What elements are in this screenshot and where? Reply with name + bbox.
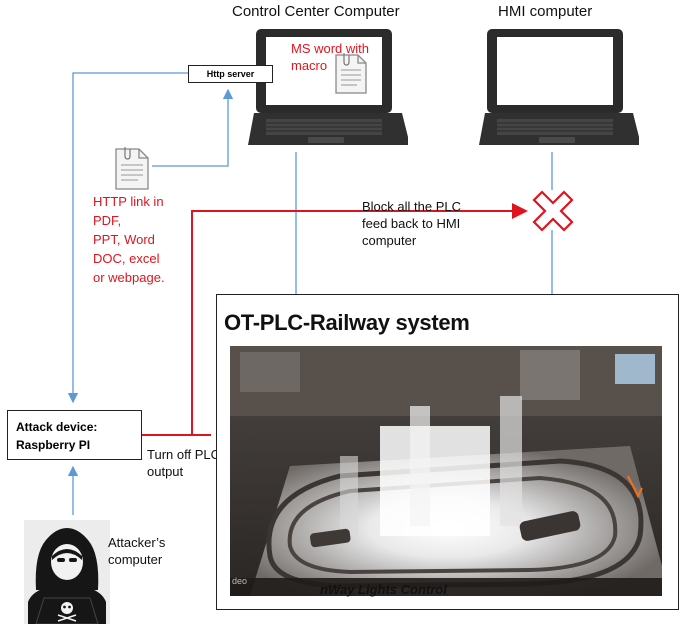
- turn-off-line: Turn off PLC: [147, 447, 220, 462]
- ot-system-title: OT-PLC-Railway system: [224, 310, 470, 335]
- http-to-attack-line: [67, 72, 188, 404]
- turn-off-text: Turn off PLC output: [147, 446, 220, 480]
- http-link-document-icon[interactable]: [113, 146, 151, 192]
- http-link-line: PDF,: [93, 213, 122, 228]
- hmi-title: HMI computer: [498, 3, 593, 20]
- ms-word-document-icon[interactable]: [333, 52, 369, 96]
- attack-device-box[interactable]: Attack device: Raspberry PI: [7, 410, 142, 460]
- ms-word-label: MS word with macro: [291, 41, 370, 73]
- attack-device-line2: Raspberry PI: [16, 438, 91, 452]
- photo-video-label: deo: [232, 576, 248, 586]
- block-note: Block all the PLC feed back to HMI compu…: [362, 198, 461, 249]
- http-server-box[interactable]: Http server: [188, 65, 273, 83]
- http-link-line: or webpage.: [93, 270, 165, 285]
- block-note-line: Block all the PLC: [362, 199, 461, 214]
- doc-to-http-line: [152, 88, 234, 167]
- attacker-line: computer: [108, 552, 163, 567]
- control-center-laptop-icon[interactable]: [248, 27, 408, 153]
- block-red-line: [191, 203, 528, 435]
- attack-device-line1: Attack device:: [16, 420, 98, 434]
- http-link-text: HTTP link in PDF, PPT, Word DOC, excel o…: [93, 192, 165, 287]
- block-note-line: feed back to HMI: [362, 216, 461, 231]
- hmi-laptop-icon[interactable]: [479, 27, 639, 153]
- block-note-line: computer: [362, 233, 417, 248]
- http-link-line: HTTP link in: [93, 194, 164, 209]
- attacker-text: Attacker’s computer: [108, 534, 165, 568]
- photo-caption: nWay Lights Control: [320, 582, 447, 597]
- control-center-title: Control Center Computer: [232, 3, 400, 20]
- block-x-icon: [532, 190, 574, 232]
- attacker-line: Attacker’s: [108, 535, 166, 550]
- http-link-line: DOC, excel: [93, 251, 160, 266]
- hacker-icon: [24, 520, 110, 624]
- http-link-line: PPT, Word: [93, 232, 155, 247]
- railway-photo: [230, 346, 662, 596]
- turn-off-line: output: [147, 464, 184, 479]
